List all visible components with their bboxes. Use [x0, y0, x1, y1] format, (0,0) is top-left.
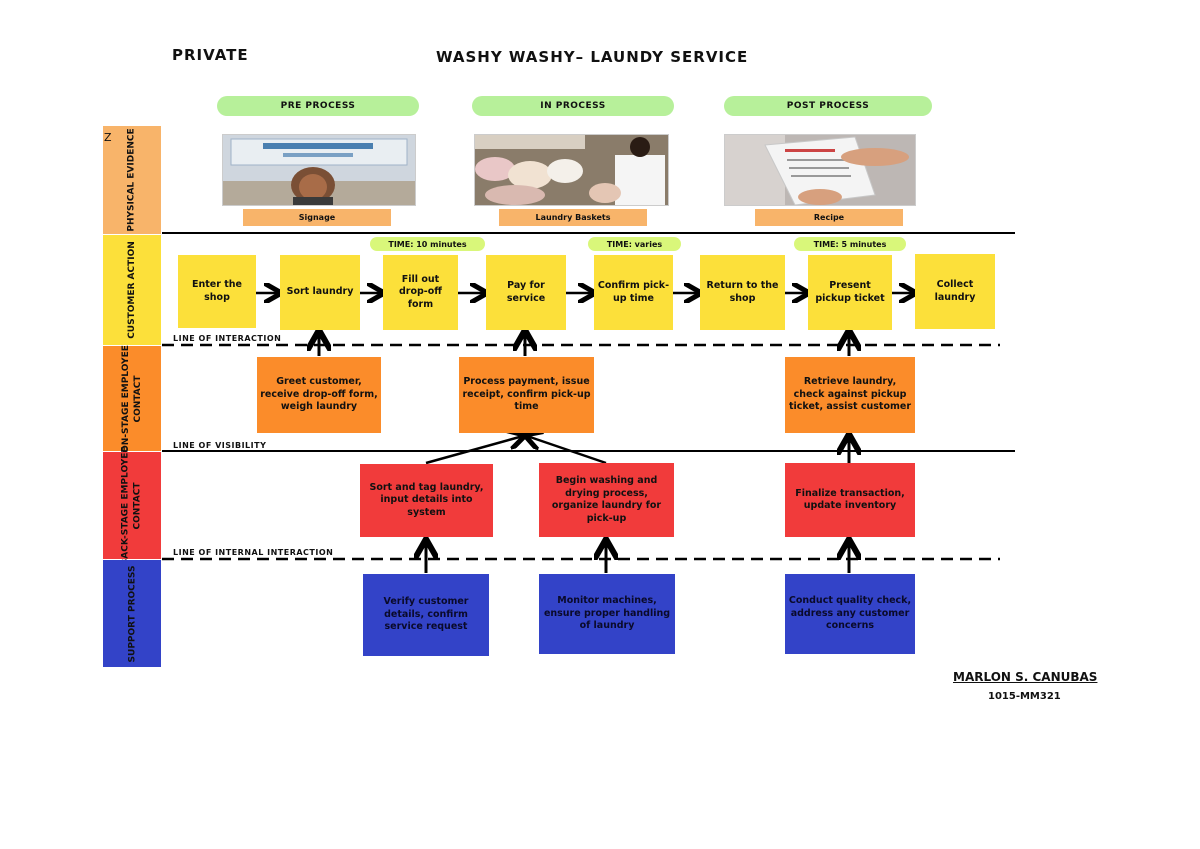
lane-physical-evidence: PHYSICAL EVIDENCE: [103, 126, 161, 234]
support-box-3: Conduct quality check, address any custo…: [785, 574, 915, 654]
phase-in-process: IN PROCESS: [472, 96, 674, 116]
phase-post-process: POST PROCESS: [724, 96, 932, 116]
page-title: WASHY WASHY– LAUNDY SERVICE: [436, 48, 749, 66]
time-pill-1: TIME: 10 minutes: [370, 237, 485, 251]
onstage-box-3: Retrieve laundry, check against pickup t…: [785, 357, 915, 433]
time-pill-2: TIME: varies: [588, 237, 681, 251]
caption-laundry-baskets: Laundry Baskets: [499, 209, 647, 226]
support-box-2: Monitor machines, ensure proper handling…: [539, 574, 675, 654]
lane-onstage-contact: ON-STAGE EMPLOYEE CONTACT: [103, 345, 161, 452]
support-box-1: Verify customer details, confirm service…: [363, 574, 489, 656]
customer-action-7: Present pickup ticket: [808, 255, 892, 330]
onstage-box-1: Greet customer, receive drop-off form, w…: [257, 357, 381, 433]
signage-photo: [222, 134, 416, 206]
customer-action-3: Fill out drop-off form: [383, 255, 458, 330]
lane-backstage-contact: BACK-STAGE EMPLOYEE CONTACT: [103, 446, 161, 565]
private-label: PRIVATE: [172, 46, 249, 64]
lane-support-process: SUPPORT PROCESS: [103, 560, 161, 667]
laundry-baskets-photo: [474, 134, 669, 206]
line-of-internal-interaction-label: LINE OF INTERNAL INTERACTION: [173, 548, 334, 557]
phase-pre-process: PRE PROCESS: [217, 96, 419, 116]
caption-signage: Signage: [243, 209, 391, 226]
course-code: 1015-MM321: [988, 691, 1061, 702]
line-of-interaction-label: LINE OF INTERACTION: [173, 334, 282, 343]
customer-action-6: Return to the shop: [700, 255, 785, 330]
time-pill-3: TIME: 5 minutes: [794, 237, 906, 251]
line-of-visibility-label: LINE OF VISIBILITY: [173, 441, 267, 450]
customer-action-4: Pay for service: [486, 255, 566, 330]
stray-mark: Z: [104, 131, 112, 144]
customer-action-1: Enter the shop: [178, 255, 256, 328]
customer-action-2: Sort laundry: [280, 255, 360, 330]
backstage-box-2: Begin washing and drying process, organi…: [539, 463, 674, 537]
caption-recipe: Recipe: [755, 209, 903, 226]
customer-action-5: Confirm pick-up time: [594, 255, 673, 330]
author-name: MARLON S. CANUBAS: [953, 670, 1098, 684]
onstage-box-2: Process payment, issue receipt, confirm …: [459, 357, 594, 433]
recipe-photo: [724, 134, 916, 206]
customer-action-8: Collect laundry: [915, 254, 995, 329]
backstage-box-3: Finalize transaction, update inventory: [785, 463, 915, 537]
lane-customer-action: CUSTOMER ACTION: [103, 235, 161, 345]
backstage-box-1: Sort and tag laundry, input details into…: [360, 464, 493, 537]
